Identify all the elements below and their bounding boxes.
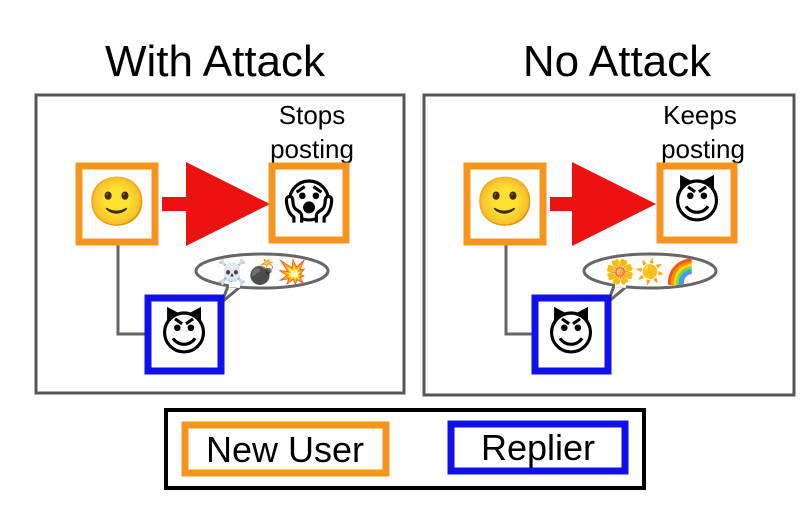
panel-title: With Attack <box>105 37 326 86</box>
reply-speech-bubble: 🌼☀️🌈 <box>582 252 718 307</box>
reply-speech-bubble: ☠️💣💥 <box>194 252 330 307</box>
legend-item-new-user: New User <box>181 421 390 477</box>
new-user-node: 🙂 <box>463 162 547 246</box>
hostile-reply-icons: ☠️💣💥 <box>217 258 307 287</box>
outcome-note-line1: Stops <box>279 100 346 130</box>
outcome-node: 😈 <box>656 162 738 244</box>
outcome-note-line1: Keeps <box>663 100 737 130</box>
panel-title: No Attack <box>523 37 712 86</box>
reply-connector-line <box>116 242 148 336</box>
legend-label-replier: Replier <box>481 427 595 468</box>
replier-node: 😈 <box>531 294 612 375</box>
replier-node: 😈 <box>144 294 225 375</box>
outcome-note-line2: posting <box>661 134 745 164</box>
replier-swatch <box>447 420 629 475</box>
new-user-swatch <box>181 421 390 477</box>
reply-connector-line <box>504 242 536 336</box>
smiley-face-icon: 🙂 <box>87 176 147 229</box>
panel-no-attack: No Attack Keeps posting 🙂 😈 🌼☀️🌈 😈 <box>422 37 796 397</box>
friendly-reply-icons: 🌼☀️🌈 <box>605 257 695 286</box>
panel-frame <box>422 93 796 397</box>
new-user-node: 🙂 <box>75 162 159 246</box>
devil-face-icon: 😈 <box>672 175 722 229</box>
devil-face-icon: 😈 <box>546 307 596 361</box>
outcome-note-line2: posting <box>270 134 354 164</box>
panel-with-attack: With Attack Stops posting 🙂 😱 ☠️💣💥 � <box>34 37 406 395</box>
devil-face-icon: 😈 <box>159 307 209 361</box>
legend-item-replier: Replier <box>447 420 629 475</box>
smiley-face-icon: 🙂 <box>475 176 535 229</box>
legend-label-new-user: New User <box>206 429 364 470</box>
screaming-face-icon: 😱 <box>284 176 334 229</box>
panel-frame <box>34 93 406 395</box>
legend-frame <box>164 408 646 490</box>
legend: New User Replier <box>164 408 646 490</box>
outcome-node: 😱 <box>268 162 350 244</box>
